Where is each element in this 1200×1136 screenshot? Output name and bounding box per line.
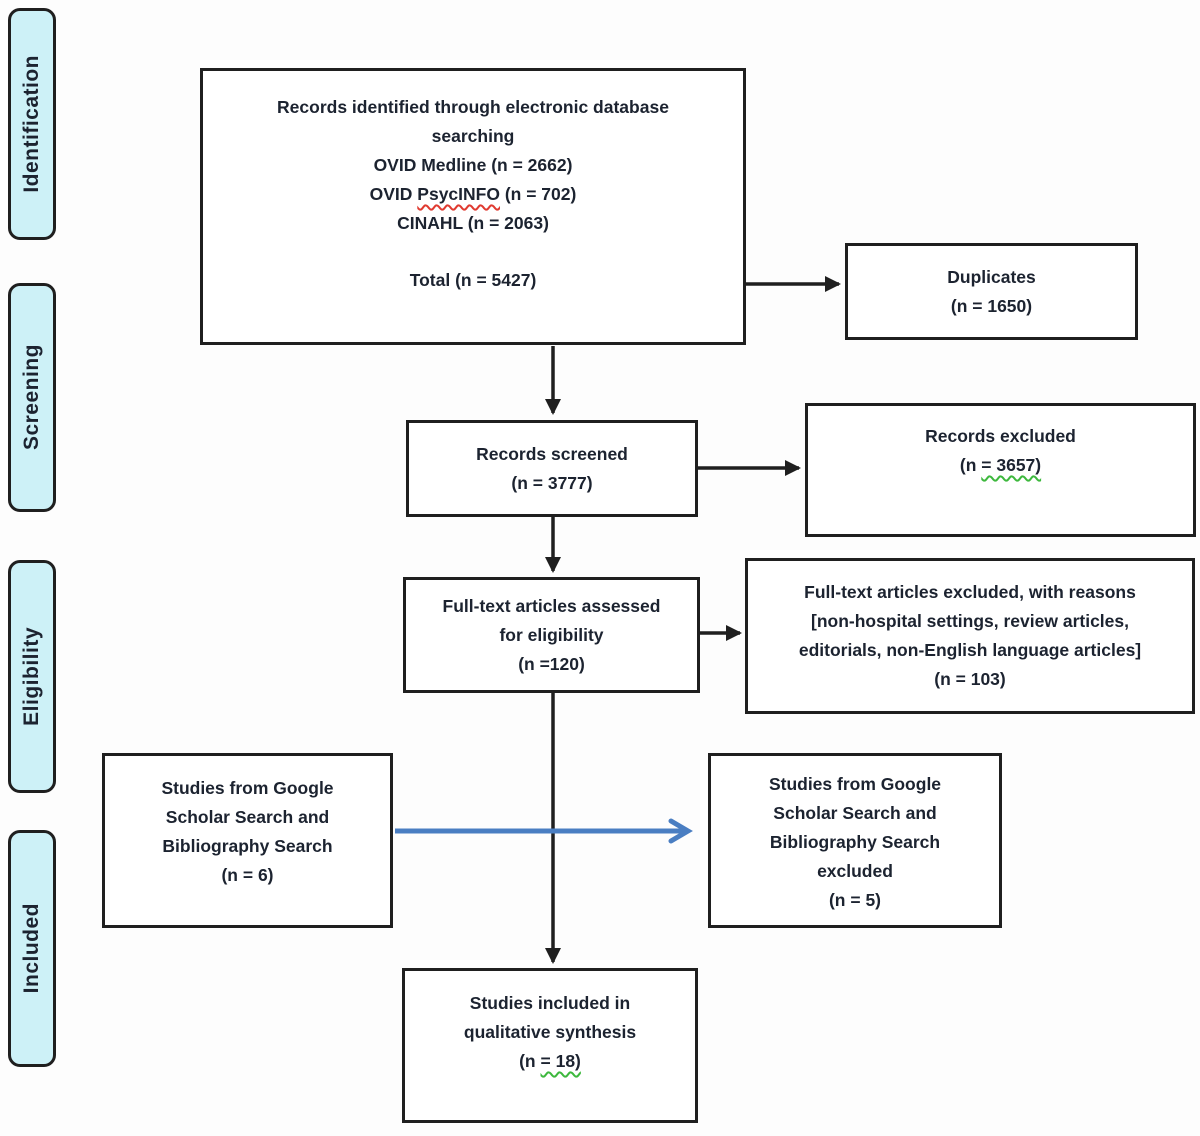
records-excluded-count: (n = 3657) bbox=[959, 455, 1042, 475]
fulltext-assessed-line2: for eligibility bbox=[499, 624, 604, 645]
stage-label-screening: Screening bbox=[8, 283, 56, 512]
records-identified-source-cinahl: CINAHL (n = 2063) bbox=[397, 213, 549, 233]
studies-included-count: (n = 18) bbox=[519, 1051, 581, 1071]
google-scholar-line3: Bibliography Search bbox=[162, 836, 333, 856]
fulltext-assessed-line1: Full-text articles assessed bbox=[442, 595, 661, 616]
box-google-scholar-studies: Studies from Google Scholar Search and B… bbox=[102, 753, 393, 928]
studies-included-line2: qualitative synthesis bbox=[463, 1022, 637, 1042]
box-google-scholar-excluded: Studies from Google Scholar Search and B… bbox=[708, 753, 1002, 928]
duplicates-count: (n = 1650) bbox=[950, 295, 1033, 316]
stage-label-eligibility: Eligibility bbox=[8, 560, 56, 793]
google-excluded-line4: excluded bbox=[817, 861, 893, 881]
box-fulltext-excluded: Full-text articles excluded, with reason… bbox=[745, 558, 1195, 714]
google-scholar-line2: Scholar Search and bbox=[165, 807, 330, 827]
stage-label-text: Screening bbox=[20, 344, 43, 451]
stage-label-included: Included bbox=[8, 830, 56, 1067]
records-screened-title: Records screened bbox=[476, 443, 628, 464]
google-excluded-count: (n = 5) bbox=[828, 890, 882, 910]
box-records-identified: Records identified through electronic da… bbox=[200, 68, 746, 345]
box-records-excluded: Records excluded (n = 3657) bbox=[805, 403, 1196, 537]
fulltext-excluded-count: (n = 103) bbox=[934, 669, 1006, 689]
stage-label-text: Included bbox=[20, 903, 43, 994]
studies-included-line1: Studies included in bbox=[469, 993, 631, 1013]
records-identified-total: Total (n = 5427) bbox=[409, 270, 537, 290]
stage-label-identification: Identification bbox=[8, 8, 56, 240]
google-excluded-line2: Scholar Search and bbox=[773, 803, 937, 823]
fulltext-excluded-line1: Full-text articles excluded, with reason… bbox=[804, 582, 1136, 602]
box-duplicates: Duplicates (n = 1650) bbox=[845, 243, 1138, 340]
records-identified-source-psycinfo: OVID PsycINFO (n = 702) bbox=[369, 184, 577, 204]
google-excluded-line1: Studies from Google bbox=[768, 774, 942, 794]
google-excluded-line3: Bibliography Search bbox=[769, 832, 941, 852]
box-fulltext-assessed: Full-text articles assessed for eligibil… bbox=[403, 577, 700, 693]
duplicates-title: Duplicates bbox=[947, 266, 1036, 287]
box-records-screened: Records screened (n = 3777) bbox=[406, 420, 698, 517]
records-identified-source-medline: OVID Medline (n = 2662) bbox=[373, 155, 573, 175]
psycinfo-misspell-word: PsycINFO bbox=[417, 184, 500, 204]
stage-label-text: Eligibility bbox=[20, 627, 43, 726]
google-scholar-count: (n = 6) bbox=[221, 865, 274, 885]
records-screened-count: (n = 3777) bbox=[511, 472, 593, 493]
fulltext-excluded-line2: [non-hospital settings, review articles, bbox=[811, 611, 1129, 631]
stage-label-text: Identification bbox=[20, 55, 43, 193]
google-scholar-line1: Studies from Google bbox=[161, 778, 334, 798]
fulltext-assessed-count: (n =120) bbox=[518, 653, 585, 674]
records-identified-heading: Records identified through electronic da… bbox=[277, 97, 669, 146]
box-studies-included: Studies included in qualitative synthesi… bbox=[402, 968, 698, 1123]
records-excluded-title: Records excluded bbox=[925, 426, 1076, 446]
fulltext-excluded-line3: editorials, non-English language article… bbox=[798, 640, 1142, 660]
